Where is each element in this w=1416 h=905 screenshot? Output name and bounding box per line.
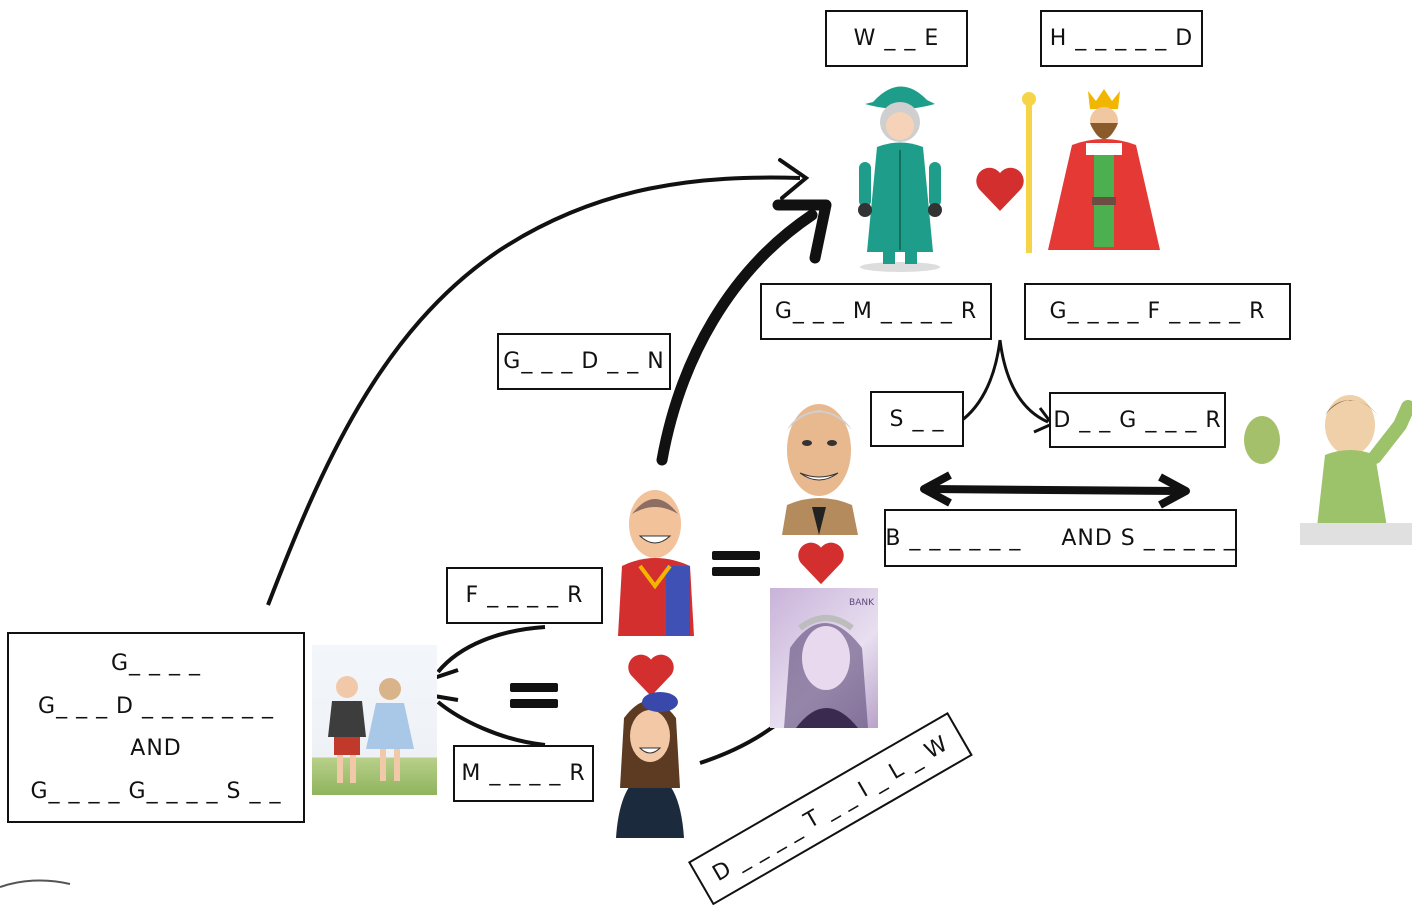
- label-mother: M _ _ _ _ R: [453, 745, 594, 802]
- arrow-to-daughter: [998, 339, 1049, 424]
- equals-icon: [712, 544, 760, 583]
- children-icon: [312, 645, 437, 795]
- arrow-father-to-children: [436, 625, 546, 674]
- grandchildren-line-1: G_ _ _ _: [110, 651, 202, 677]
- label-son: S _ _: [870, 391, 964, 447]
- prince-charles-icon: [782, 404, 858, 535]
- label-father: F _ _ _ _ R: [446, 567, 603, 624]
- label-husband: H _ _ _ _ _ D: [1040, 10, 1203, 67]
- arrow-grandchildren-to-grandmother: [266, 175, 801, 606]
- kate-icon: [616, 692, 684, 838]
- label-wife: W _ _ E: [825, 10, 968, 67]
- arrow-grandson-to-grandmother: [656, 209, 818, 466]
- king-icon: [1022, 89, 1160, 253]
- label-grandchildren: G_ _ _ _ G_ _ _ D _ _ _ _ _ _ _ AND G_ _…: [7, 632, 305, 823]
- heart-icon: [976, 167, 1024, 211]
- grandchildren-line-2: G_ _ _ D _ _ _ _ _ _ _: [38, 693, 274, 719]
- prince-william-icon: [618, 490, 694, 636]
- label-daughter: D _ _ G _ _ _ R: [1049, 392, 1226, 448]
- grandchildren-line-4: G_ _ _ _ G_ _ _ _ S _ _: [30, 778, 282, 804]
- label-garden: G_ _ _ D _ _ N: [497, 333, 671, 390]
- label-grandmother: G_ _ _ M _ _ _ _ R: [760, 283, 992, 340]
- label-brother-sister: B _ _ _ _ _ _ AND S _ _ _ _ _: [884, 509, 1237, 567]
- diana-banknote-icon: BANK: [770, 588, 878, 728]
- label-grandfather: G_ _ _ _ F _ _ _ _ R: [1024, 283, 1291, 340]
- queen-icon: [858, 86, 942, 272]
- decorative-arc: [0, 879, 71, 888]
- princess-anne-icon: [1244, 395, 1412, 545]
- arrow-mother-to-children: [436, 700, 546, 747]
- arrow-brother-sister: [929, 485, 1181, 495]
- grandchildren-line-3: AND: [130, 736, 182, 762]
- heart-icon: [798, 542, 844, 585]
- banknote-text: BANK: [849, 598, 874, 608]
- heart-icon: [628, 654, 674, 697]
- equals-icon: [510, 676, 558, 715]
